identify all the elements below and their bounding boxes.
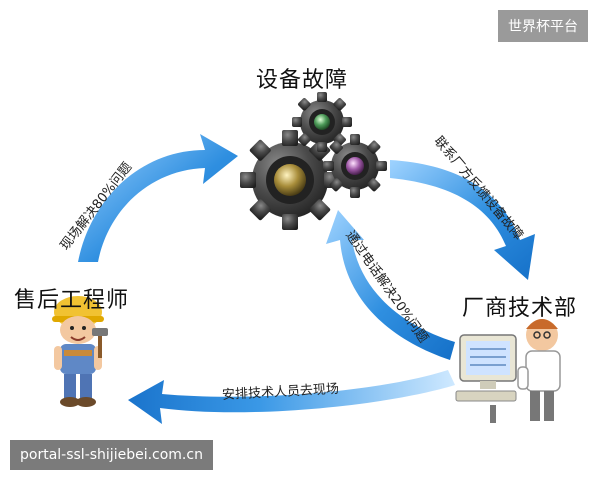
footer-url-banner[interactable]: portal-ssl-shijiebei.com.cn: [10, 440, 213, 470]
arrow-aftersales-to-fault: [78, 134, 238, 262]
arrow-vendor-to-aftersales: [128, 370, 455, 424]
node-label-vendor: 厂商技术部: [462, 296, 578, 321]
gears-icon: [240, 92, 387, 230]
engineer-figure-icon: [52, 296, 108, 407]
computer-technician-icon: [455, 319, 561, 423]
arrow-vendor-to-fault: [326, 210, 455, 360]
platform-badge: 世界杯平台: [498, 10, 588, 42]
arrow-fault-to-vendor: [390, 160, 535, 280]
node-label-aftersales: 售后工程师: [14, 288, 130, 313]
node-label-fault: 设备故障: [256, 68, 349, 93]
